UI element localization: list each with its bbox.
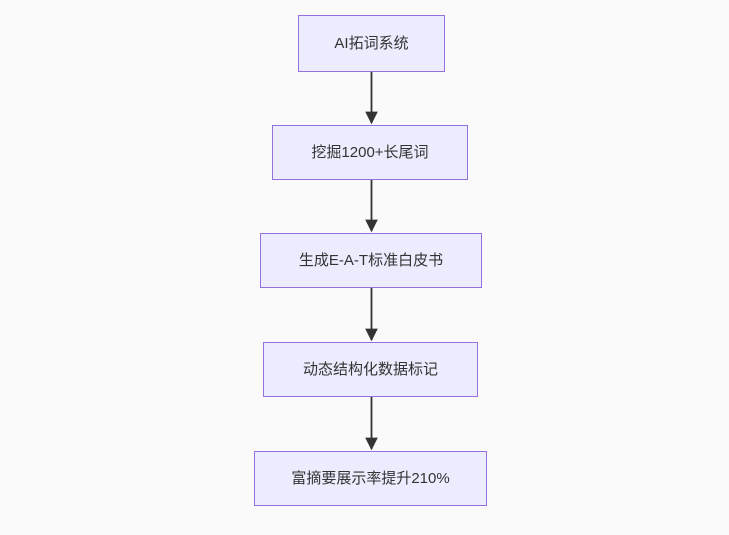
flow-node-label: 挖掘1200+长尾词 [311,143,429,161]
flow-node-label: 生成E-A-T标准白皮书 [298,251,444,269]
flow-node-label: 富摘要展示率提升210% [291,469,450,487]
flow-node-label: 动态结构化数据标记 [302,360,438,378]
flow-node-label: AI拓词系统 [334,34,409,52]
flow-node-generate-eat-whitepaper: 生成E-A-T标准白皮书 [260,233,482,288]
flow-node-mine-longtail-keywords: 挖掘1200+长尾词 [272,125,468,180]
flow-node-ai-keyword-system: AI拓词系统 [298,15,445,72]
flow-node-dynamic-structured-data: 动态结构化数据标记 [263,342,478,397]
flow-node-rich-snippet-uplift: 富摘要展示率提升210% [254,451,487,506]
